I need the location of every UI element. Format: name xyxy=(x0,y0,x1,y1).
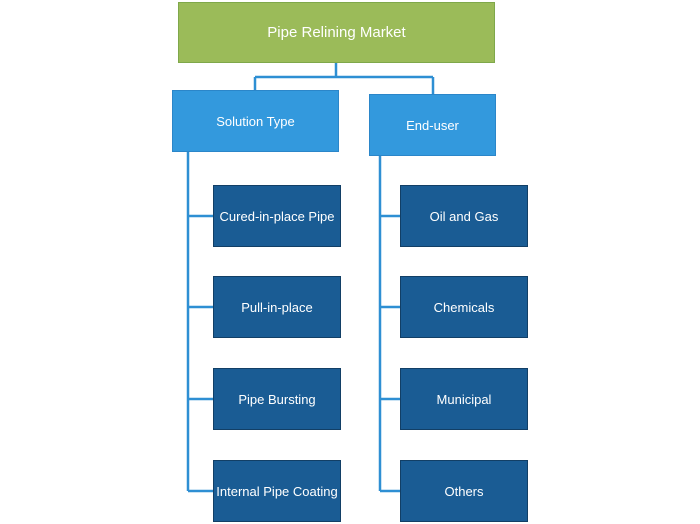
leaf-cured-in-place-pipe: Cured-in-place Pipe xyxy=(213,185,341,247)
root-label: Pipe Relining Market xyxy=(267,24,406,41)
leaf-pull-in-place: Pull-in-place xyxy=(213,276,341,338)
leaf-internal-pipe-coating: Internal Pipe Coating xyxy=(213,460,341,522)
root-node: Pipe Relining Market xyxy=(178,2,495,63)
leaf-label: Others xyxy=(444,483,484,499)
category-label: End-user xyxy=(406,117,459,133)
leaf-oil-and-gas: Oil and Gas xyxy=(400,185,528,247)
leaf-pipe-bursting: Pipe Bursting xyxy=(213,368,341,430)
leaf-label: Pull-in-place xyxy=(241,299,313,315)
leaf-municipal: Municipal xyxy=(400,368,528,430)
leaf-label: Cured-in-place Pipe xyxy=(219,208,335,224)
leaf-label: Internal Pipe Coating xyxy=(216,483,338,499)
category-solution-type: Solution Type xyxy=(172,90,339,152)
leaf-label: Municipal xyxy=(436,391,492,407)
leaf-label: Pipe Bursting xyxy=(238,391,316,407)
leaf-chemicals: Chemicals xyxy=(400,276,528,338)
leaf-label: Chemicals xyxy=(433,299,495,315)
category-end-user: End-user xyxy=(369,94,496,156)
leaf-label: Oil and Gas xyxy=(429,208,499,224)
leaf-others: Others xyxy=(400,460,528,522)
category-label: Solution Type xyxy=(216,113,295,129)
